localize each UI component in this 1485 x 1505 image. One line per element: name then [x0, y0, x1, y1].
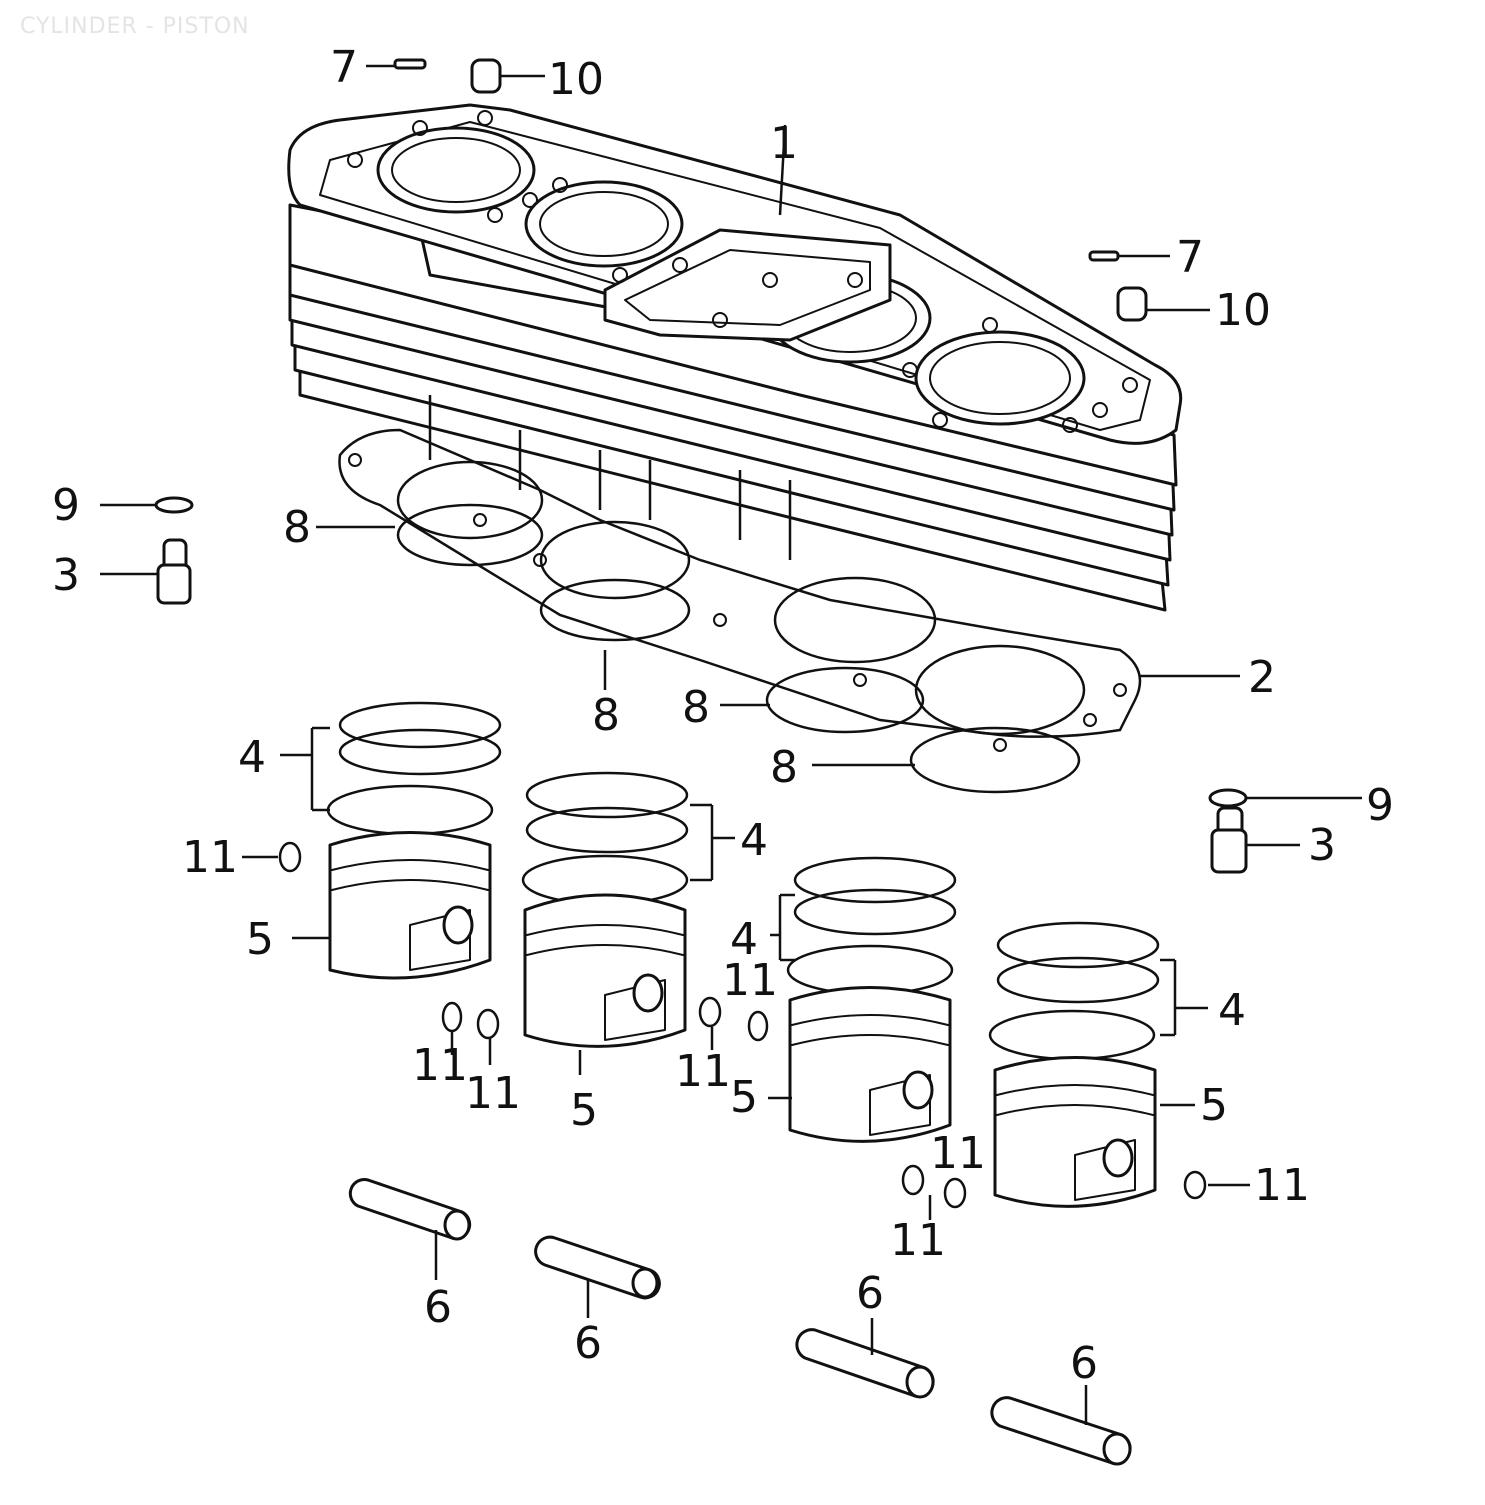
callout-9-left: 9 [52, 480, 80, 531]
dowel-3-left[interactable] [156, 538, 192, 605]
o-ring-9-left[interactable] [154, 496, 194, 514]
callout-11-a: 11 [182, 832, 238, 883]
callout-5-b: 5 [570, 1085, 598, 1136]
callout-5-c: 5 [730, 1072, 758, 1123]
piston-pin-clip-5[interactable] [747, 1010, 769, 1042]
callout-4-a: 4 [238, 732, 266, 783]
piston-ring-set-3[interactable] [786, 856, 957, 996]
diagram-title: CYLINDER - PISTON [20, 14, 250, 39]
callout-9-right: 9 [1366, 780, 1394, 831]
collar-10-left[interactable] [470, 58, 502, 94]
cylinder-block[interactable] [287, 103, 1183, 612]
piston-ring-set-2[interactable] [521, 771, 689, 906]
collar-10-right[interactable] [1116, 286, 1148, 322]
piston-4[interactable] [993, 1056, 1157, 1208]
piston-ring-set-1[interactable] [326, 701, 502, 836]
leader-lines [100, 64, 1362, 1425]
piston-pin-1[interactable] [348, 1178, 472, 1241]
o-ring-3[interactable] [765, 666, 925, 734]
callout-3-right: 3 [1308, 820, 1336, 871]
piston-pin-clip-6[interactable] [901, 1164, 925, 1196]
base-gasket[interactable] [338, 428, 1142, 752]
callout-11-g: 11 [890, 1215, 946, 1266]
piston-pin-clip-8[interactable] [1183, 1170, 1207, 1200]
o-ring-1[interactable] [396, 503, 544, 567]
callout-6-a: 6 [424, 1282, 452, 1333]
dowel-pin-7-right[interactable] [1088, 250, 1120, 262]
callout-11-c: 11 [465, 1068, 521, 1119]
piston-1[interactable] [328, 831, 492, 980]
callout-8-a: 8 [283, 502, 311, 553]
dowel-3-right[interactable] [1210, 806, 1248, 874]
piston-pin-clip-2[interactable] [441, 1001, 463, 1033]
callout-10-top-left: 10 [548, 54, 604, 105]
piston-pin-clip-4[interactable] [698, 996, 722, 1028]
callout-8-b: 8 [592, 690, 620, 741]
piston-pin-3[interactable] [795, 1328, 935, 1399]
callout-1: 1 [770, 118, 798, 169]
o-ring-9-right[interactable] [1208, 788, 1248, 808]
callout-4-d: 4 [1218, 985, 1246, 1036]
callout-10-right: 10 [1215, 285, 1271, 336]
piston-pin-2[interactable] [534, 1235, 661, 1300]
callout-5-a: 5 [246, 914, 274, 965]
callout-11-f: 11 [930, 1128, 986, 1179]
o-ring-4[interactable] [909, 726, 1081, 794]
callout-11-e: 11 [722, 955, 778, 1006]
piston-2[interactable] [523, 893, 687, 1048]
callout-8-c: 8 [682, 682, 710, 733]
piston-pin-4[interactable] [990, 1396, 1132, 1466]
piston-pin-clip-3[interactable] [476, 1008, 500, 1040]
piston-pin-clip-7[interactable] [943, 1177, 967, 1209]
callout-6-b: 6 [574, 1318, 602, 1369]
callout-11-d: 11 [675, 1046, 731, 1097]
callout-7-right: 7 [1176, 232, 1204, 283]
callout-6-d: 6 [1070, 1338, 1098, 1389]
callout-5-d: 5 [1200, 1080, 1228, 1131]
callout-3-left: 3 [52, 550, 80, 601]
callout-11-h: 11 [1254, 1160, 1310, 1211]
callout-6-c: 6 [856, 1268, 884, 1319]
piston-3[interactable] [788, 986, 952, 1143]
o-ring-2[interactable] [539, 578, 691, 642]
callout-11-b: 11 [412, 1040, 468, 1091]
dowel-pin-7-left[interactable] [393, 58, 427, 70]
callout-4-c: 4 [730, 914, 758, 965]
callout-4-b: 4 [740, 815, 768, 866]
callout-8-d: 8 [770, 742, 798, 793]
callout-7-top-left: 7 [330, 42, 358, 93]
piston-ring-set-4[interactable] [988, 921, 1160, 1061]
piston-pin-clip-1[interactable] [278, 841, 302, 873]
callout-2: 2 [1248, 652, 1276, 703]
callout-labels: 7 10 1 7 10 9 3 8 8 8 8 2 9 3 4 4 4 4 11… [52, 42, 1394, 1389]
